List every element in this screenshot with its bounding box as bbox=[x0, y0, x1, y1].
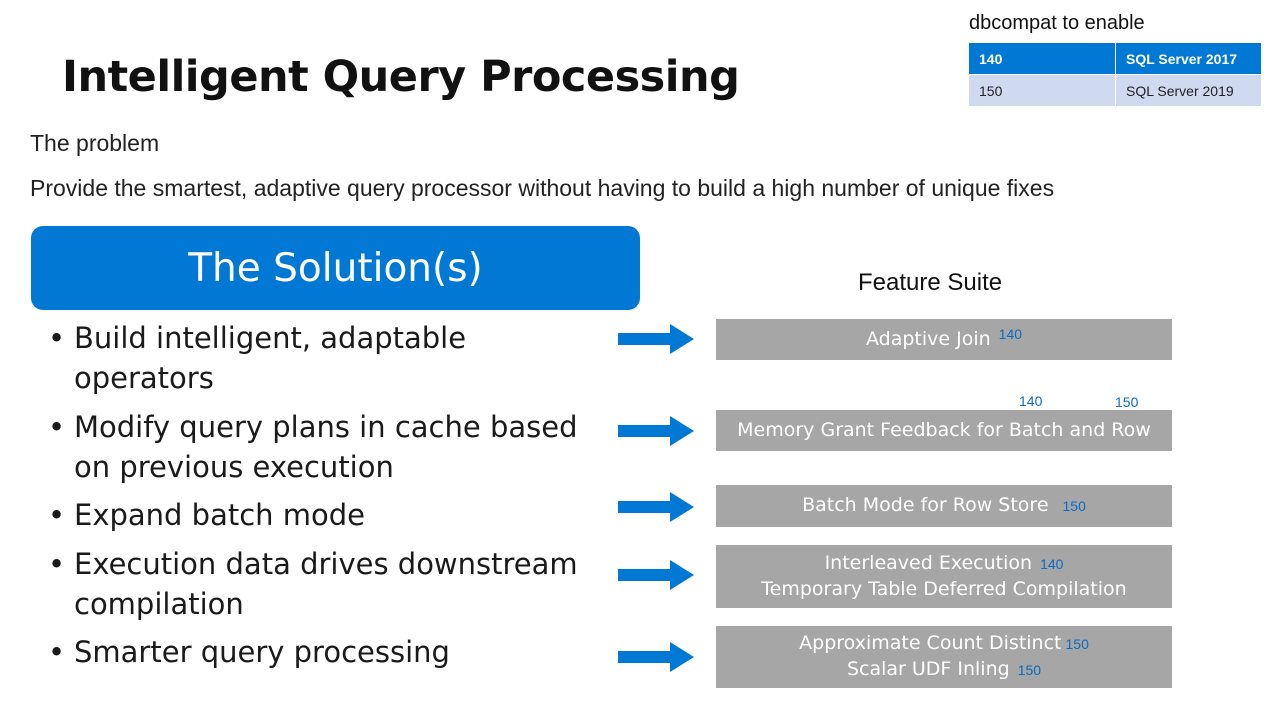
feature-text: Temporary Table Deferred Compilation bbox=[761, 578, 1127, 600]
feature-text: Approximate Count Distinct bbox=[799, 632, 1062, 654]
version-badge: 140 bbox=[1040, 556, 1064, 572]
dbcompat-level: 140 bbox=[968, 42, 1116, 75]
list-item: • Execution data drives downstream compi… bbox=[48, 544, 608, 624]
list-item-text: Execution data drives downstream compila… bbox=[74, 547, 578, 621]
right-arrow-icon bbox=[618, 324, 694, 354]
list-item: • Modify query plans in cache based on p… bbox=[48, 407, 608, 487]
list-item-text: Modify query plans in cache based on pre… bbox=[74, 410, 578, 484]
dbcompat-caption: dbcompat to enable bbox=[969, 12, 1145, 34]
right-arrow-icon bbox=[618, 492, 694, 522]
right-arrow-icon bbox=[618, 642, 694, 672]
dbcompat-product: SQL Server 2017 bbox=[1115, 42, 1262, 75]
solution-banner: The Solution(s) bbox=[31, 226, 640, 310]
feature-text: Interleaved Execution bbox=[824, 552, 1033, 574]
dbcompat-level: 150 bbox=[968, 74, 1116, 107]
list-item: • Expand batch mode bbox=[48, 495, 608, 535]
version-badge: 140 bbox=[998, 325, 1023, 342]
bullet-icon: • bbox=[48, 547, 66, 581]
feature-text: Scalar UDF Inling bbox=[846, 658, 1010, 680]
right-arrow-icon bbox=[618, 416, 694, 446]
bullet-icon: • bbox=[48, 410, 66, 444]
feature-text: Adaptive Join bbox=[865, 327, 991, 350]
feature-label: Adaptive Join 140 bbox=[716, 325, 1172, 353]
list-item-text: Expand batch mode bbox=[74, 498, 366, 532]
feature-adaptive-join: Adaptive Join 140 bbox=[716, 319, 1172, 360]
list-item: • Build intelligent, adaptable operators bbox=[48, 318, 608, 398]
bullet-icon: • bbox=[48, 498, 66, 532]
feature-label: Interleaved Execution 140 bbox=[716, 551, 1172, 577]
feature-label: Scalar UDF Inling 150 bbox=[716, 657, 1172, 683]
feature-label: Batch Mode for Row Store 150 bbox=[716, 493, 1172, 519]
solution-title: The Solution(s) bbox=[188, 245, 483, 291]
feature-memory-grant: Memory Grant Feedback for Batch and Row bbox=[716, 410, 1172, 451]
bullet-icon: • bbox=[48, 321, 66, 355]
version-badge: 150 bbox=[1065, 636, 1089, 652]
bullet-icon: • bbox=[48, 635, 66, 669]
problem-text: Provide the smartest, adaptive query pro… bbox=[30, 175, 1055, 201]
problem-label: The problem bbox=[30, 130, 160, 156]
list-item-text: Build intelligent, adaptable operators bbox=[74, 321, 467, 395]
slide-title: Intelligent Query Processing bbox=[62, 52, 740, 102]
dbcompat-row-150: 150 SQL Server 2019 bbox=[968, 74, 1262, 107]
version-badge: 150 bbox=[1017, 662, 1042, 678]
dbcompat-table: 140 SQL Server 2017 150 SQL Server 2019 bbox=[968, 42, 1262, 107]
dbcompat-product: SQL Server 2019 bbox=[1115, 74, 1262, 107]
list-item: • Smarter query processing bbox=[48, 632, 608, 672]
version-badge: 140 bbox=[1019, 393, 1043, 409]
feature-suite-heading: Feature Suite bbox=[858, 269, 1003, 296]
list-item-text: Smarter query processing bbox=[74, 635, 450, 669]
feature-text: Batch Mode for Row Store bbox=[802, 494, 1049, 516]
feature-text: Memory Grant Feedback for Batch and Row bbox=[737, 419, 1151, 441]
version-badge: 150 bbox=[1115, 394, 1139, 410]
version-badge: 150 bbox=[1062, 498, 1086, 514]
feature-batch-mode: Batch Mode for Row Store 150 bbox=[716, 485, 1172, 527]
right-arrow-icon bbox=[618, 560, 694, 590]
feature-interleaved: Interleaved Execution 140 Temporary Table… bbox=[716, 545, 1172, 608]
dbcompat-row-140: 140 SQL Server 2017 bbox=[968, 42, 1262, 75]
